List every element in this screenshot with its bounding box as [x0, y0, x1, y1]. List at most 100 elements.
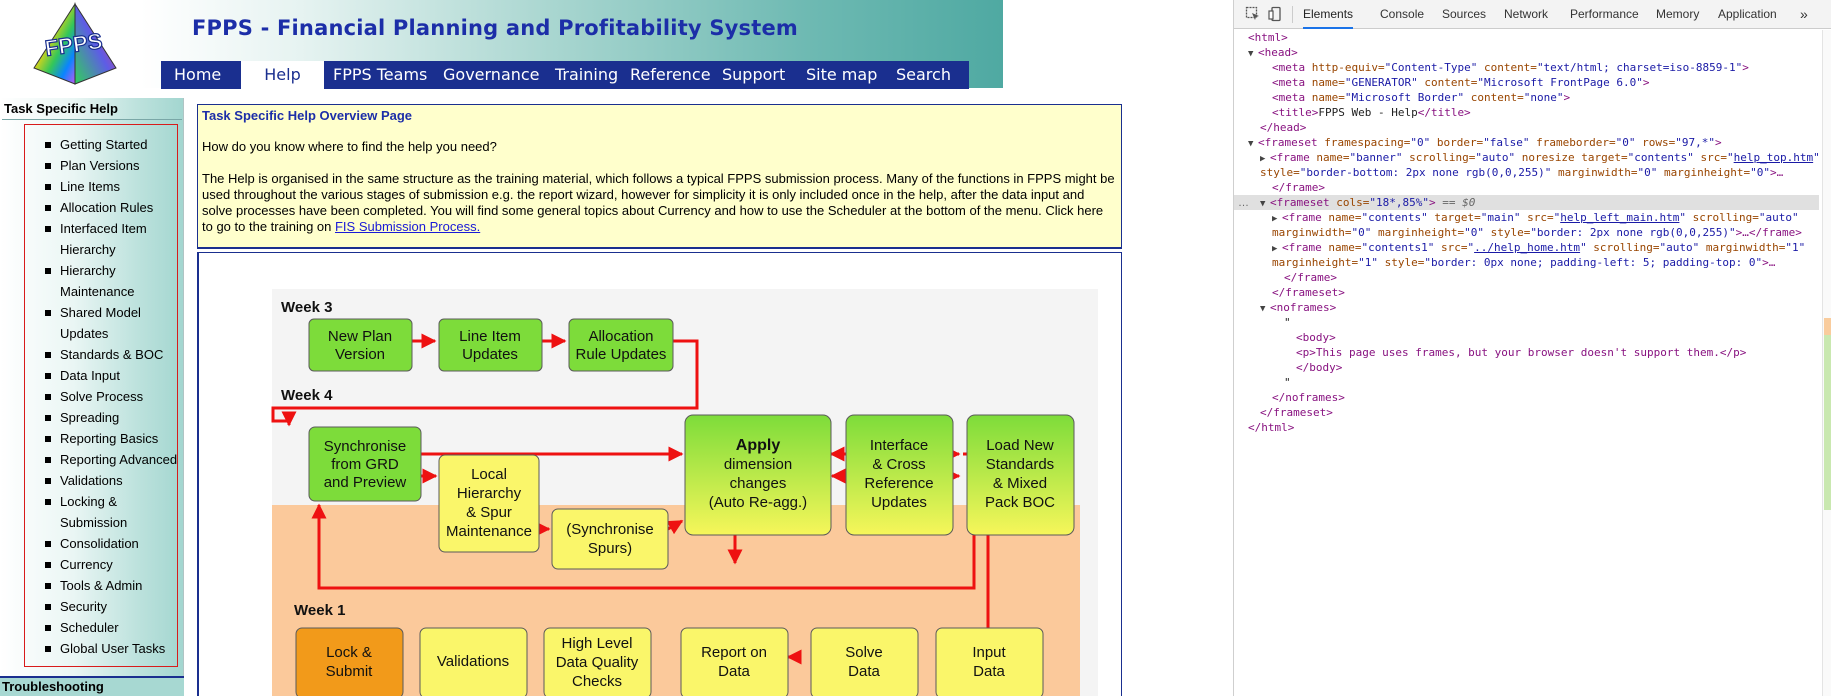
- sidebar-item-solve-process[interactable]: Solve Process: [45, 386, 185, 407]
- dom-line-frameset-close2[interactable]: </frameset>: [1260, 406, 1333, 419]
- nav-reference[interactable]: Reference: [630, 65, 711, 84]
- nav-fpps-teams[interactable]: FPPS Teams: [333, 65, 428, 84]
- sidebar-item-spreading[interactable]: Spreading: [45, 407, 185, 428]
- nav-search[interactable]: Search: [896, 65, 951, 84]
- nav-training[interactable]: Training: [555, 65, 619, 84]
- svg-text:Checks: Checks: [572, 673, 622, 690]
- box-validations: Validations: [419, 627, 528, 696]
- logo-text: FPPS: [43, 28, 103, 61]
- box-solve-data: Solve Data: [810, 627, 919, 696]
- more-tabs-button[interactable]: »: [1800, 6, 1808, 22]
- dom-line-frame-banner[interactable]: ▶<frame name="banner" scrolling="auto" n…: [1260, 151, 1820, 164]
- more-actions-icon[interactable]: …: [1238, 197, 1249, 209]
- sidebar-item-line-items[interactable]: Line Items: [45, 176, 185, 197]
- sidebar-divider: [2, 119, 182, 120]
- tab-console[interactable]: Console: [1380, 7, 1425, 21]
- sidebar-item-hierarchy-maintenance[interactable]: Hierarchy Maintenance: [45, 260, 185, 302]
- help-home-link[interactable]: ../help_home.htm: [1474, 241, 1581, 254]
- help-top-link[interactable]: help_top.htm: [1733, 151, 1814, 164]
- overview-body-text: The Help is organised in the same struct…: [202, 171, 1115, 234]
- tab-memory[interactable]: Memory: [1656, 7, 1700, 21]
- svg-text:(Synchronise: (Synchronise: [566, 521, 654, 538]
- sidebar-item-data-input[interactable]: Data Input: [45, 365, 185, 386]
- box-synchronise-spurs: (Synchronise Spurs): [551, 508, 669, 570]
- svg-text:& Spur: & Spur: [466, 504, 512, 521]
- svg-text:Solve: Solve: [845, 644, 883, 661]
- tab-elements[interactable]: Elements: [1303, 0, 1354, 29]
- box-load-new-standards: Load New Standards & Mixed Pack BOC: [966, 414, 1075, 536]
- svg-text:Version: Version: [335, 346, 385, 363]
- sidebar-item-allocation-rules[interactable]: Allocation Rules: [45, 197, 185, 218]
- dom-line-html-close[interactable]: </html>: [1248, 421, 1295, 434]
- dom-line-meta1[interactable]: <meta http-equiv="Content-Type" content=…: [1272, 61, 1749, 74]
- sidebar-item-shared-model-updates[interactable]: Shared Model Updates: [45, 302, 185, 344]
- nav-home[interactable]: Home: [174, 65, 222, 84]
- box-input-data: Input Data: [935, 627, 1044, 696]
- dom-line-frameset-close[interactable]: </frameset>: [1272, 286, 1345, 299]
- sidebar-item-reporting-basics[interactable]: Reporting Basics: [45, 428, 185, 449]
- svg-text:New Plan: New Plan: [328, 328, 392, 345]
- sidebar-item-global-user-tasks[interactable]: Global User Tasks: [45, 638, 185, 659]
- dom-line-body-open[interactable]: <body>: [1296, 331, 1336, 344]
- dom-line-p[interactable]: <p>This page uses frames, but your brows…: [1296, 346, 1747, 359]
- troubleshooting-title[interactable]: Troubleshooting: [2, 679, 104, 694]
- sidebar-item-consolidation[interactable]: Consolidation: [45, 533, 185, 554]
- week4-label: Week 4: [281, 387, 333, 404]
- overview-question: How do you know where to find the help y…: [202, 139, 497, 154]
- dom-line-frame-banner-cont[interactable]: style="border-bottom: 2px none rgb(0,0,2…: [1260, 166, 1784, 179]
- svg-text:from GRD: from GRD: [331, 456, 399, 473]
- sidebar-item-security[interactable]: Security: [45, 596, 185, 617]
- sidebar-item-plan-versions[interactable]: Plan Versions: [45, 155, 185, 176]
- nav-help[interactable]: Help: [241, 61, 324, 89]
- svg-text:Input: Input: [972, 644, 1006, 661]
- sidebar-item-interfaced-item-hierarchy[interactable]: Interfaced Item Hierarchy: [45, 218, 185, 260]
- fpps-logo[interactable]: FPPS: [30, 2, 120, 86]
- dom-line-frame-contents1[interactable]: ▶<frame name="contents1" src="../help_ho…: [1272, 241, 1806, 254]
- fis-submission-link[interactable]: FIS Submission Process.: [334, 219, 481, 234]
- dom-line-frame-close2[interactable]: </frame>: [1284, 271, 1337, 284]
- dom-line-frameset-cols-selected[interactable]: ▼<frameset cols="18*,85%"> == $0: [1234, 195, 1819, 210]
- submission-process-diagram: Week 3 Week 4 Week 1: [271, 289, 1098, 696]
- svg-text:Data: Data: [973, 663, 1005, 680]
- svg-text:Validations: Validations: [437, 653, 509, 670]
- sidebar-item-getting-started[interactable]: Getting Started: [45, 134, 185, 155]
- svg-text:Load New: Load New: [986, 437, 1054, 454]
- inspect-element-icon[interactable]: [1245, 6, 1261, 22]
- dom-line-meta2[interactable]: <meta name="GENERATOR" content="Microsof…: [1272, 76, 1650, 89]
- tab-performance[interactable]: Performance: [1570, 7, 1639, 21]
- tab-network[interactable]: Network: [1504, 7, 1549, 21]
- sidebar-item-tools-admin[interactable]: Tools & Admin: [45, 575, 185, 596]
- dom-line-frameset-rows[interactable]: ▼<frameset framespacing="0" border="fals…: [1248, 136, 1722, 149]
- dom-line-quote[interactable]: ": [1284, 316, 1291, 329]
- sidebar-item-reporting-advanced[interactable]: Reporting Advanced: [45, 449, 185, 470]
- help-left-main-link[interactable]: help_left_main.htm: [1560, 211, 1680, 224]
- dom-line-noframes-open[interactable]: ▼<noframes>: [1260, 301, 1337, 314]
- tab-sources[interactable]: Sources: [1442, 7, 1487, 21]
- dom-line-body-close[interactable]: </body>: [1296, 361, 1343, 374]
- nav-support[interactable]: Support: [722, 65, 786, 84]
- tab-application[interactable]: Application: [1718, 7, 1777, 21]
- sidebar-item-currency[interactable]: Currency: [45, 554, 185, 575]
- dom-line-noframes-close[interactable]: </noframes>: [1272, 391, 1345, 404]
- nav-site-map[interactable]: Site map: [806, 65, 878, 84]
- dom-line-frame-contents-cont[interactable]: marginwidth="0" marginheight="0" style="…: [1272, 226, 1802, 239]
- sidebar-item-scheduler[interactable]: Scheduler: [45, 617, 185, 638]
- dom-line-frame-close[interactable]: </frame>: [1272, 181, 1325, 194]
- svg-text:changes: changes: [730, 475, 787, 492]
- dom-line-head-close[interactable]: </head>: [1260, 121, 1307, 134]
- nav-governance[interactable]: Governance: [443, 65, 540, 84]
- dom-line-frame-contents1-cont[interactable]: marginheight="1" style="border: 0px none…: [1272, 256, 1776, 269]
- dom-line-meta3[interactable]: <meta name="Microsoft Border" content="n…: [1272, 91, 1571, 104]
- dom-line-head-open[interactable]: ▼<head>: [1248, 46, 1298, 59]
- dom-line-quote2[interactable]: ": [1284, 376, 1291, 389]
- dom-line-title[interactable]: <title>FPPS Web - Help</title>: [1272, 106, 1471, 119]
- dom-line-frame-contents[interactable]: ▶<frame name="contents" target="main" sr…: [1272, 211, 1799, 224]
- sidebar-item-validations[interactable]: Validations: [45, 470, 185, 491]
- svg-text:& Cross: & Cross: [872, 456, 925, 473]
- svg-text:Updates: Updates: [462, 346, 518, 363]
- dom-line-html-open[interactable]: <html>: [1248, 31, 1288, 44]
- device-toolbar-icon[interactable]: [1268, 6, 1284, 22]
- sidebar-item-standards-boc[interactable]: Standards & BOC: [45, 344, 185, 365]
- sidebar-item-locking-submission[interactable]: Locking & Submission: [45, 491, 185, 533]
- box-local-hierarchy: Local Hierarchy & Spur Maintenance: [438, 454, 540, 553]
